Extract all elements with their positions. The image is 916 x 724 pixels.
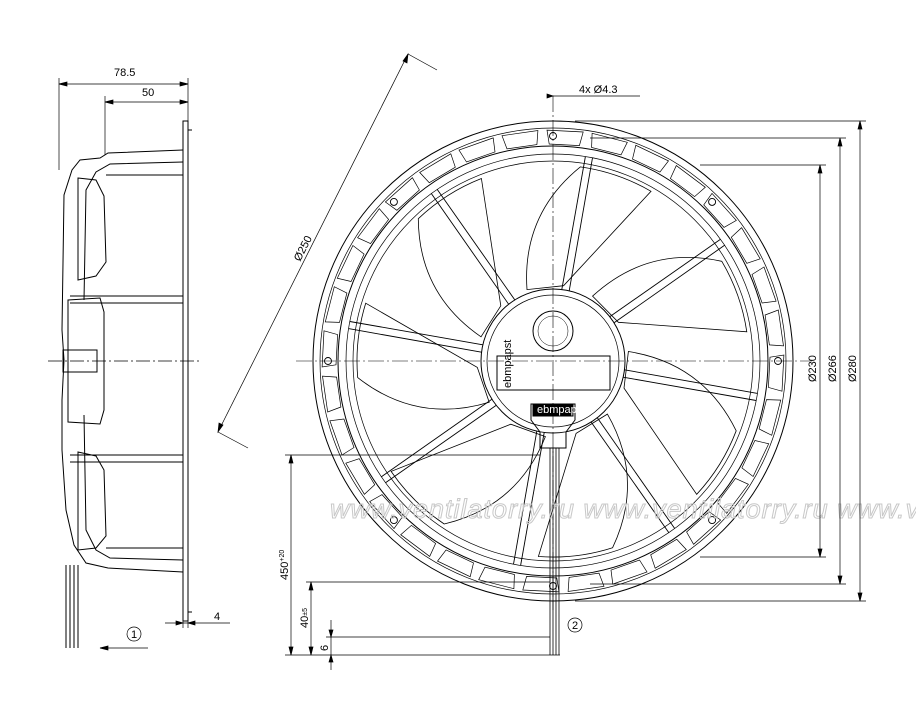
side-view [48,120,200,648]
mounting-hole [324,357,332,365]
ring-slot [369,494,403,530]
strut-edge [623,376,757,401]
mounting-hole [774,357,782,365]
ring-slot [716,477,749,514]
callout-1: 1 [131,629,137,641]
strut-edge [349,321,483,346]
ring-slot [591,132,628,156]
ring-slot [324,286,348,323]
ring-slot [419,153,456,184]
dim-frame-depth: 50 [142,87,154,99]
strut-edge [596,417,676,529]
fan-blade [390,423,546,525]
strut-edge [381,398,493,478]
ring-slot [632,144,670,173]
ring-slot [436,549,474,578]
ring-slot [322,375,342,413]
mounting-hole [549,132,557,140]
ring-slot [384,177,420,211]
dim-hole-circle: Ø250 [292,234,315,263]
fan-blade [537,413,628,558]
ring-slot [669,165,706,198]
ring-slot [768,354,785,392]
dim-outer-diameter: Ø280 [847,355,859,382]
ring-slot [567,572,605,592]
strut-edge [348,328,482,353]
strut-edge [590,421,670,533]
strut-edge [436,189,516,301]
mounting-hole [389,516,398,525]
ring-slot [329,418,355,456]
ring-slot [458,137,496,163]
ring-slot [357,208,390,245]
strut-edge [624,369,758,394]
ring-slot [345,458,376,495]
connector-brand-label: ebmpapst [537,404,585,416]
ring-slot [336,244,365,282]
mounting-hole [549,582,557,590]
ring-slot [321,330,338,368]
fan-blade [417,177,502,338]
ring-slot [703,192,737,228]
hub-label [496,355,611,391]
side-motor-lower [77,451,107,551]
hub-brand-label: ebmpapst [502,340,514,388]
strut-edge [520,432,545,566]
ring-slot [501,130,539,150]
strut-edge [385,404,497,484]
strut-edge [430,193,510,305]
strut-edge [609,238,721,318]
dim-total-depth: 78.5 [114,67,135,79]
dim-holes: 4x Ø4.3 [579,84,618,96]
mounting-hole [708,197,717,206]
callout-2: 2 [572,620,578,632]
strut-edge [561,156,586,290]
ring-slot [546,129,584,146]
dim-inner-diameter: Ø230 [807,355,819,382]
ring-slot [758,399,782,436]
ring-slot [610,559,648,585]
dim-flange: 4 [214,611,220,623]
ring-slot [522,576,560,593]
ring-slot [751,266,777,304]
fan-blade [623,351,737,495]
mounting-hole [389,197,398,206]
watermark: www.ventilatorry.ru www.ventilatorry.ru … [330,494,916,524]
side-dimensions [58,78,230,651]
dim-cable-length: 450+20 [279,550,291,580]
ring-slot [741,440,770,478]
dim-wire-strip: 6 [319,645,331,651]
front-dimensions [217,52,866,670]
ring-slot [478,566,515,590]
ring-slot [686,511,722,545]
side-flange [182,120,189,622]
fan-blade [526,166,652,291]
front-view [296,96,812,655]
dim-cable-strip: 40±5 [299,608,311,628]
fan-blade [356,302,490,410]
ring-slot [650,538,687,569]
dim-mid-diameter: Ø266 [827,355,839,382]
ring-slot [400,524,437,557]
strut-edge [513,431,538,565]
ring-slot [764,309,784,347]
strut-edge [613,244,725,324]
fan-blade [592,257,748,333]
strut-edge [568,157,593,291]
side-housing [61,149,184,573]
side-motor-upper [77,177,107,281]
mounting-hole [708,516,717,525]
connector-box [530,403,576,449]
ring-slot [730,227,761,264]
